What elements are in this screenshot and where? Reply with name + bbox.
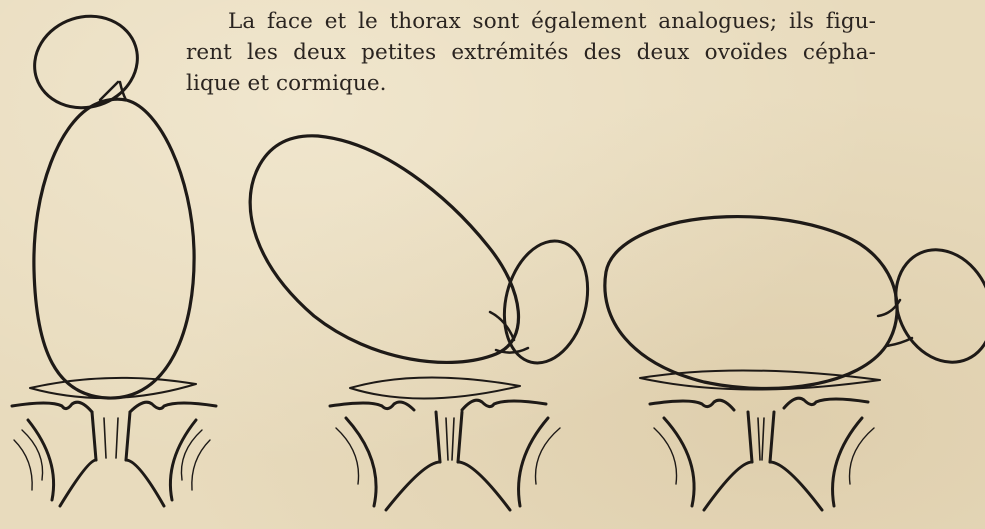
body-ovoid [34,99,194,398]
pelvis-canal [748,412,774,462]
pelvis-left-wing [330,402,414,410]
pelvis-inner [758,418,764,460]
pelvis-base [60,460,164,506]
pelvis-left-lines [14,430,43,490]
figure-tilted-ovoid [250,136,600,510]
pelvis-left-arc [346,418,376,506]
pelvis-base [704,462,822,510]
pelvic-disc [640,370,880,389]
pelvic-disc [350,377,520,398]
head-ovoid [23,3,150,121]
pelvic-disc [30,378,196,398]
pelvis-inner-right [116,418,118,458]
figure-vertical-ovoid [12,3,216,506]
figure-horizontal-ovoid [605,217,985,510]
pelvis-right-wing [462,400,546,410]
pelvis-right-wing [784,398,868,408]
body-ovoid [605,217,897,389]
pelvis-inner-left [104,418,106,458]
pelvis-base [386,462,510,510]
pelvis-left-arc [664,418,694,506]
pelvis-left-wing [12,402,92,412]
head-ovoid [492,232,600,372]
pelvis-left-wing [650,400,734,410]
pelvis-right-lines [181,430,210,490]
pelvis-right-arc [519,418,548,506]
pelvis-canal [92,412,130,460]
pelvis-right-wing [130,402,216,412]
pelvis-right-arc [833,418,862,506]
body-ovoid [250,136,518,363]
pelvis-inner [446,418,454,460]
pelvis-canal [436,412,462,462]
